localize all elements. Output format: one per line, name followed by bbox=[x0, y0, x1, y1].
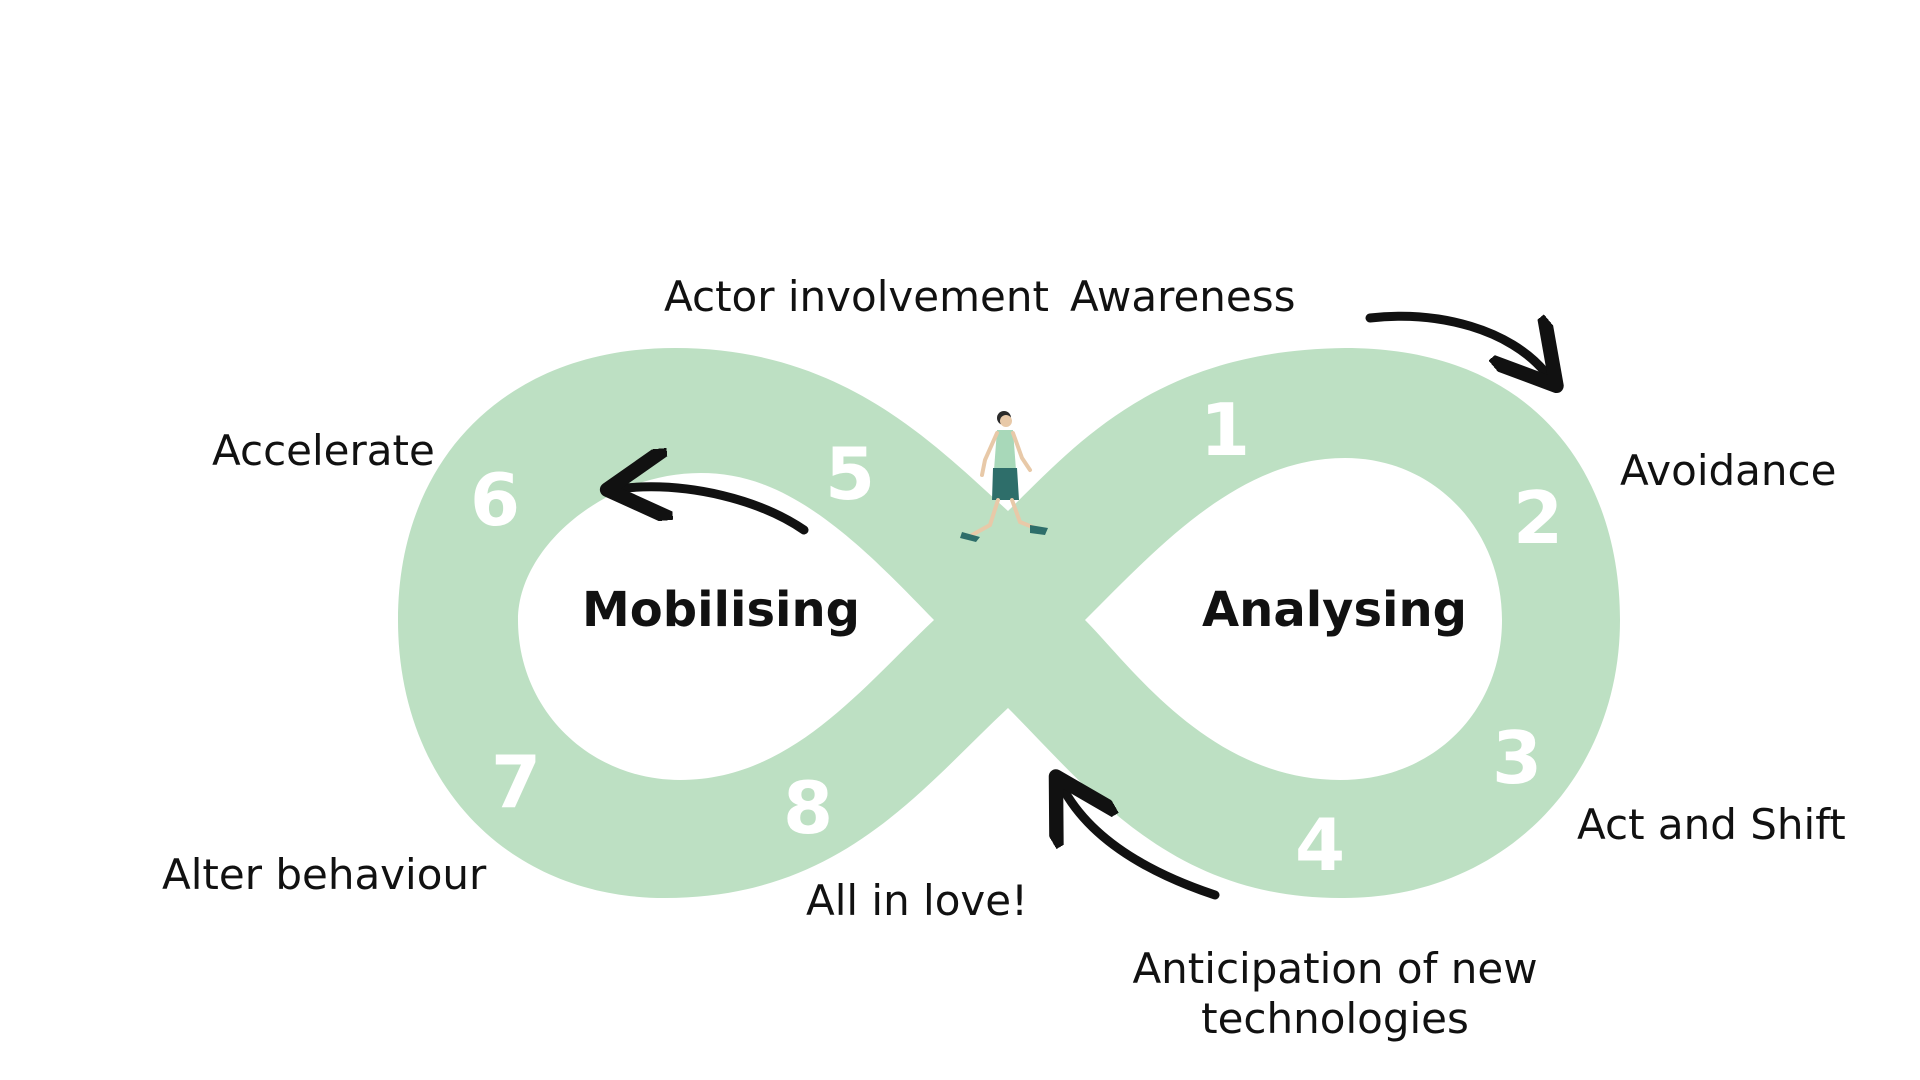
step-number-1: 1 bbox=[1199, 388, 1251, 472]
step-number-2: 2 bbox=[1512, 476, 1564, 560]
label-awareness: Awareness bbox=[1070, 272, 1296, 321]
step-number-3: 3 bbox=[1491, 716, 1543, 800]
walking-person-icon bbox=[960, 411, 1048, 542]
label-alter-behaviour: Alter behaviour bbox=[162, 850, 487, 899]
step-number-8: 8 bbox=[782, 766, 834, 850]
label-actor-involvement: Actor involvement bbox=[664, 272, 1049, 321]
label-act-and-shift: Act and Shift bbox=[1577, 800, 1846, 849]
label-avoidance: Avoidance bbox=[1620, 446, 1837, 495]
label-accelerate: Accelerate bbox=[212, 426, 435, 475]
label-all-in-love: All in love! bbox=[806, 876, 1028, 925]
step-number-6: 6 bbox=[469, 458, 521, 542]
arrow-anticipation-icon bbox=[1065, 792, 1220, 900]
arrow-accelerate-icon bbox=[625, 487, 809, 535]
center-label-mobilising: Mobilising bbox=[582, 582, 861, 638]
step-number-7: 7 bbox=[490, 740, 542, 824]
arrow-awareness-icon bbox=[1365, 311, 1545, 372]
label-anticipation: Anticipation of new technologies bbox=[1120, 944, 1550, 1045]
center-label-analysing: Analysing bbox=[1202, 582, 1468, 638]
label-anticipation-line-1: Anticipation of new bbox=[1132, 944, 1538, 993]
label-anticipation-line-2: technologies bbox=[1201, 994, 1469, 1044]
step-number-5: 5 bbox=[824, 432, 876, 516]
infinity-band bbox=[398, 348, 1620, 899]
step-number-4: 4 bbox=[1294, 803, 1346, 887]
